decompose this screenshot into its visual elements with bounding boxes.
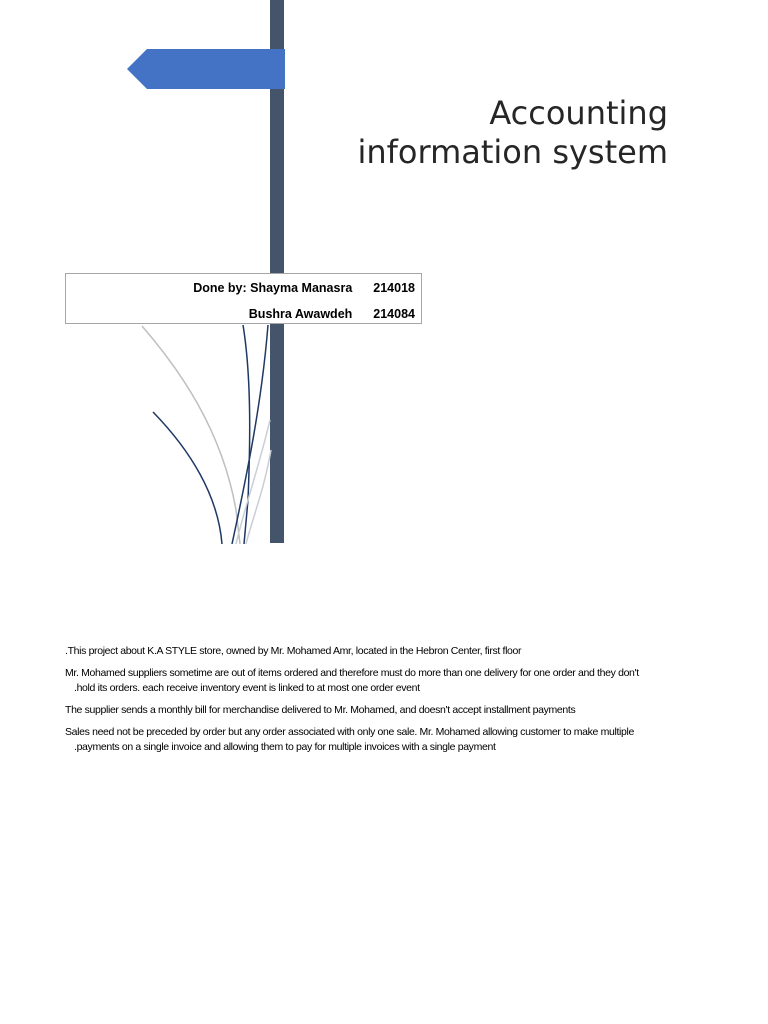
- vertical-decor-bar: [270, 0, 284, 543]
- author-id: 214084: [373, 307, 415, 321]
- authors-box: Done by: Shayma Manasra 214018 Bushra Aw…: [65, 273, 422, 324]
- paragraph-line: .payments on a single invoice and allowi…: [74, 741, 496, 753]
- author-row: Bushra Awawdeh 214084: [249, 305, 415, 323]
- paragraph-line: .This project about K.A STYLE store, own…: [65, 645, 522, 657]
- paragraph-line: .hold its orders. each receive inventory…: [74, 682, 420, 694]
- paragraph-store-intro: .This project about K.A STYLE store, own…: [65, 644, 685, 659]
- body-text: .This project about K.A STYLE store, own…: [65, 644, 685, 762]
- paragraph-sales: Sales need not be preceded by order but …: [65, 725, 685, 755]
- paragraph-billing: The supplier sends a monthly bill for me…: [65, 703, 685, 718]
- author-name: Done by: Shayma Manasra: [193, 281, 353, 295]
- decorative-curves: [141, 324, 272, 544]
- paragraph-suppliers: Mr. Mohamed suppliers sometime are out o…: [65, 666, 685, 696]
- arrow-banner-shape: [127, 49, 285, 89]
- author-id: 214018: [373, 281, 415, 295]
- paragraph-line: The supplier sends a monthly bill for me…: [65, 704, 576, 716]
- paragraph-line: Sales need not be preceded by order but …: [65, 726, 634, 738]
- title-line-1: Accounting: [489, 94, 668, 132]
- author-row: Done by: Shayma Manasra 214018: [193, 279, 415, 297]
- document-title: Accounting information system: [248, 94, 668, 172]
- title-line-2: information system: [357, 133, 668, 171]
- author-name: Bushra Awawdeh: [248, 307, 353, 321]
- paragraph-line: Mr. Mohamed suppliers sometime are out o…: [65, 667, 639, 679]
